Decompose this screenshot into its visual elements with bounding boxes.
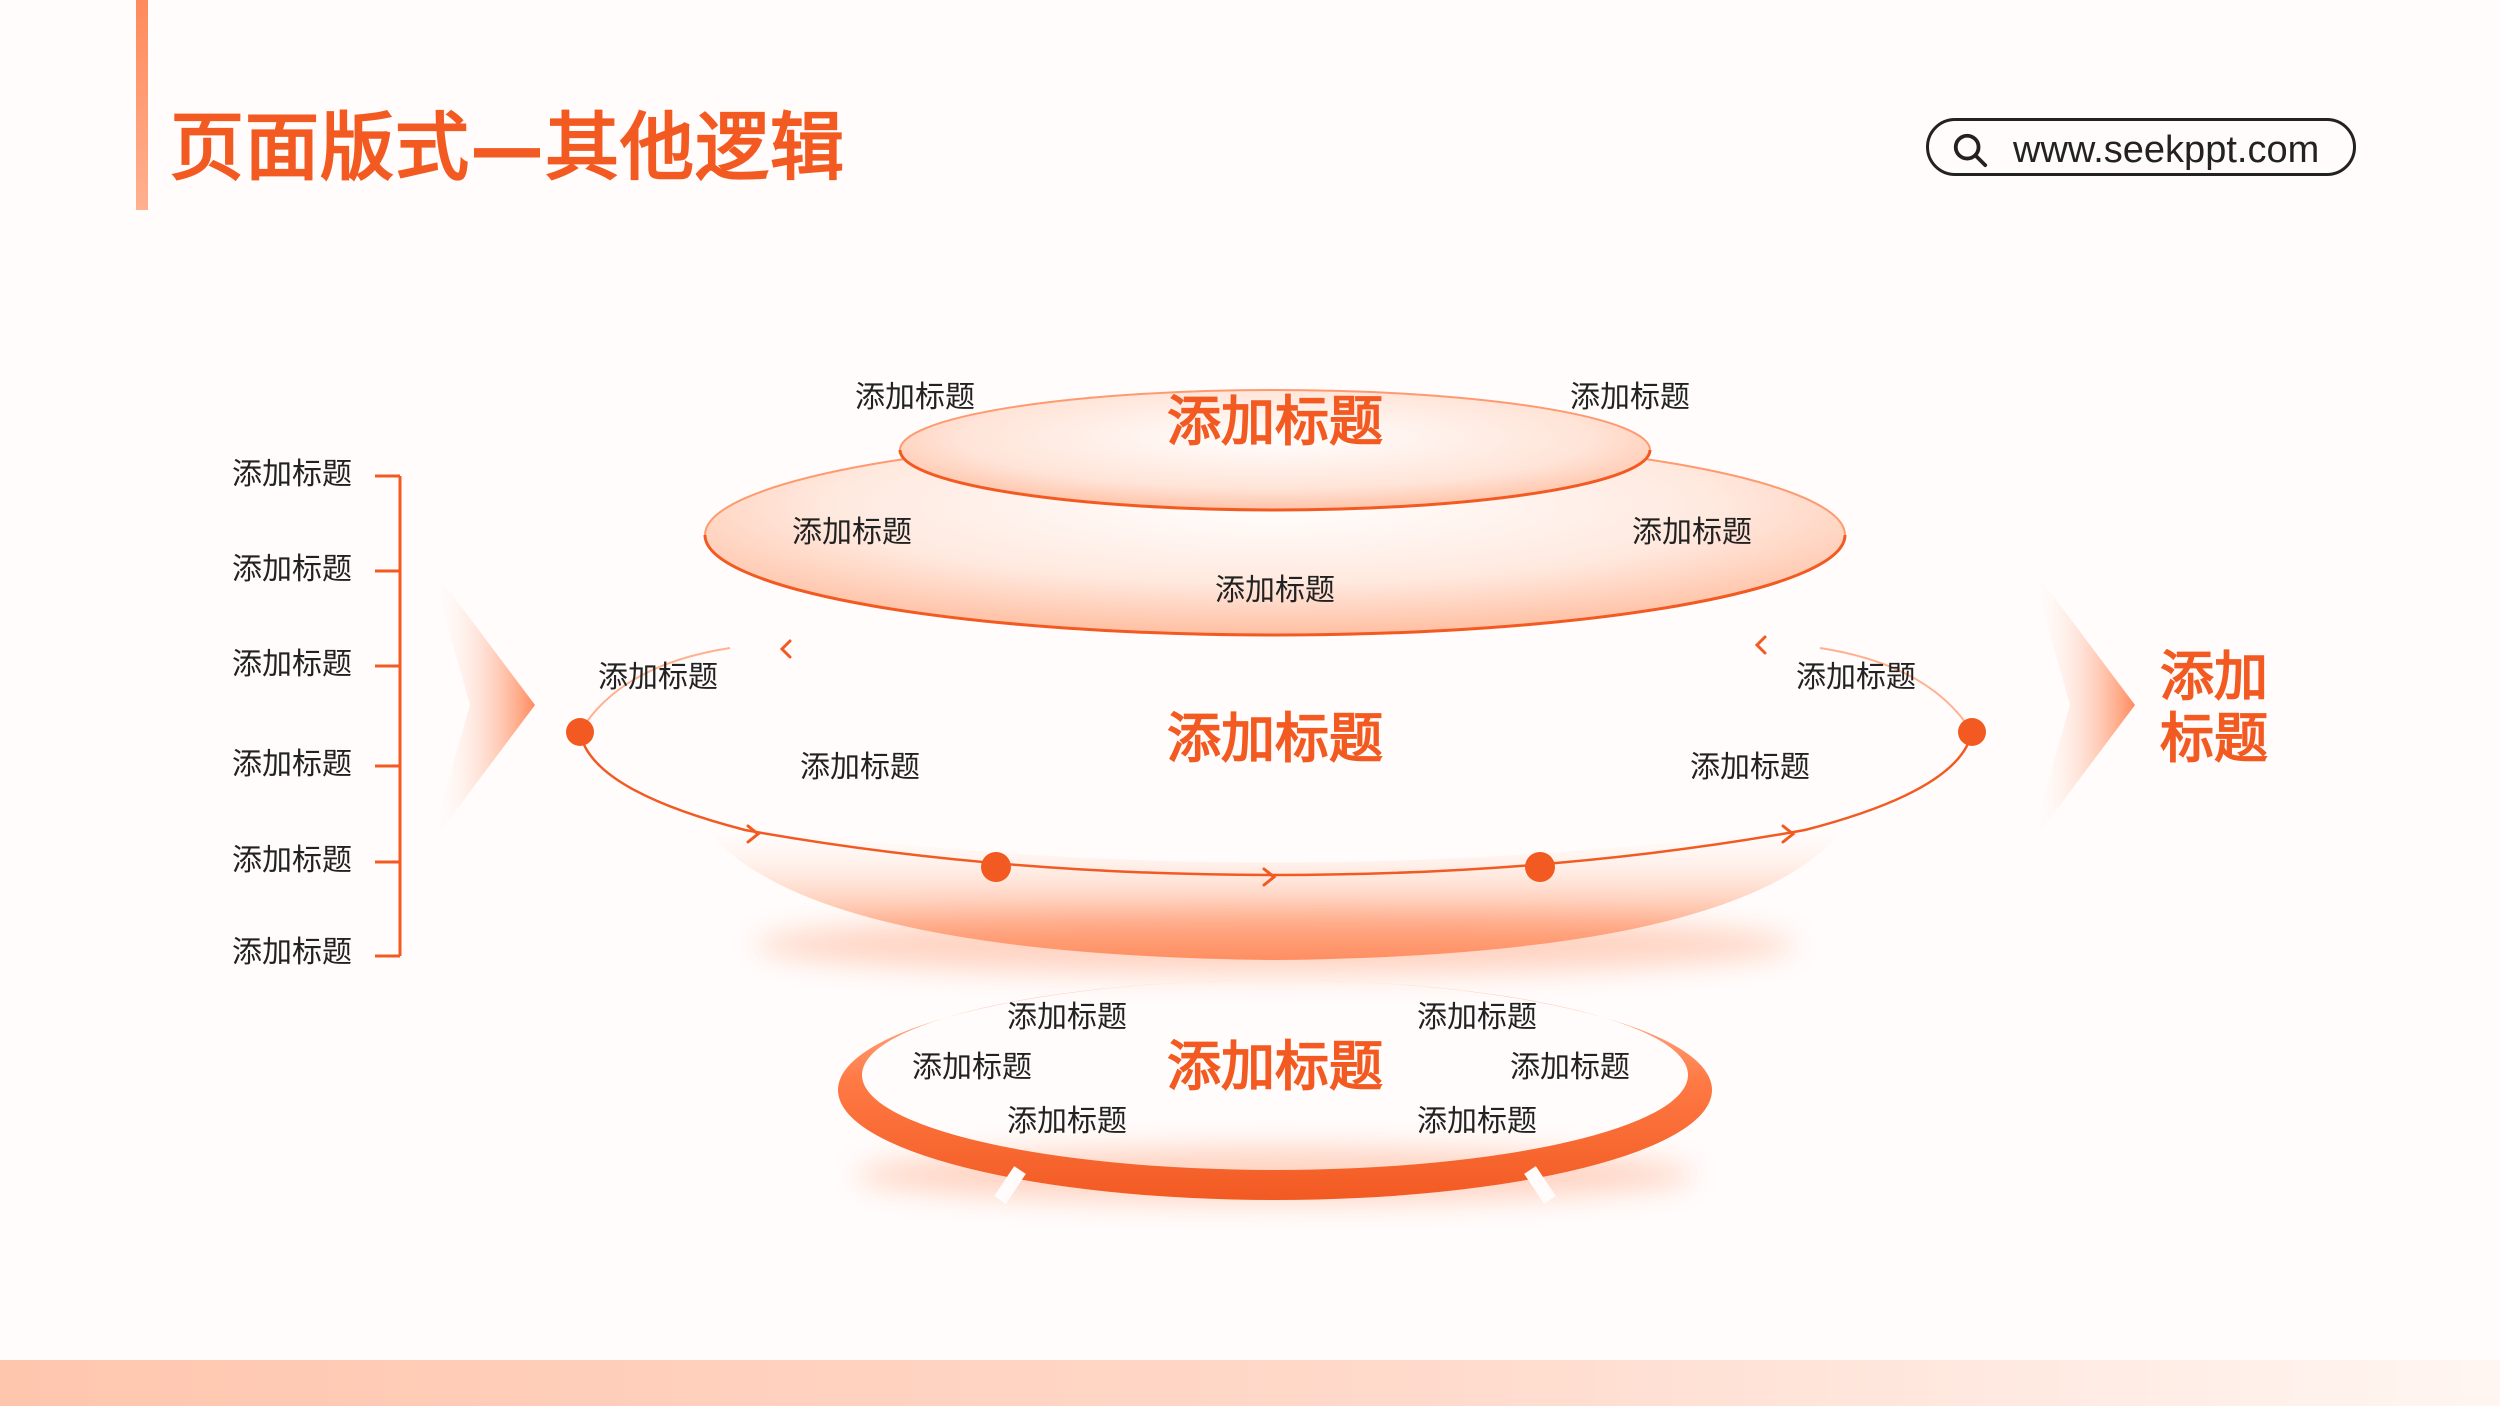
- top-tier-title: 添加标题: [1167, 390, 1383, 453]
- bottom-ring-label: 添加标题: [1510, 1050, 1630, 1085]
- left-list-item: 添加标题: [232, 843, 352, 878]
- bottom-ring-label: 添加标题: [912, 1050, 1032, 1085]
- left-list-item: 添加标题: [232, 935, 352, 970]
- bottom-ring-label: 添加标题: [1007, 1000, 1127, 1035]
- orbit-node: [981, 852, 1011, 882]
- title-accent-bar: [136, 0, 148, 210]
- orbit-node: [1958, 718, 1986, 746]
- right-side-title-line1: 添加: [2160, 645, 2268, 708]
- second-tier-left-label: 添加标题: [792, 515, 912, 550]
- bottom-ring-label: 添加标题: [1417, 1104, 1537, 1139]
- middle-tier-outer-left-label: 添加标题: [598, 660, 718, 695]
- right-side-title-line2: 标题: [2160, 707, 2268, 770]
- search-box[interactable]: www.seekppt.com: [1926, 118, 2356, 176]
- left-list-item: 添加标题: [232, 647, 352, 682]
- bottom-ring-label: 添加标题: [1007, 1104, 1127, 1139]
- right-side-title: 添加 标题: [2160, 646, 2268, 770]
- page-title: 页面版式—其他逻辑: [170, 105, 845, 191]
- top-tier-left-label: 添加标题: [855, 380, 975, 415]
- second-tier-right-label: 添加标题: [1632, 515, 1752, 550]
- left-list-item: 添加标题: [232, 552, 352, 587]
- orbit-node: [1525, 852, 1555, 882]
- bottom-ring-title: 添加标题: [1167, 1035, 1383, 1098]
- middle-orbit-path: [578, 731, 1974, 877]
- website-url[interactable]: www.seekppt.com: [2013, 129, 2320, 171]
- middle-tier-inner-left-label: 添加标题: [800, 750, 920, 785]
- bottom-ring-label: 添加标题: [1417, 1000, 1537, 1035]
- search-icon: [1953, 133, 1988, 168]
- second-tier-bottom-label: 添加标题: [1215, 573, 1335, 608]
- bottom-decorative-band: [0, 1360, 2500, 1406]
- middle-tier-title: 添加标题: [1167, 707, 1383, 770]
- right-chevron-arrow: [2030, 565, 2135, 845]
- left-bracket: [375, 474, 402, 958]
- left-list-item: 添加标题: [232, 457, 352, 492]
- middle-tier-outer-right-label: 添加标题: [1796, 660, 1916, 695]
- left-list-item: 添加标题: [232, 747, 352, 782]
- orbit-node: [566, 718, 594, 746]
- left-chevron-arrow: [430, 565, 535, 845]
- middle-tier-inner-right-label: 添加标题: [1690, 750, 1810, 785]
- chevron-arrow-icon: [746, 635, 1796, 887]
- top-tier-right-label: 添加标题: [1570, 380, 1690, 415]
